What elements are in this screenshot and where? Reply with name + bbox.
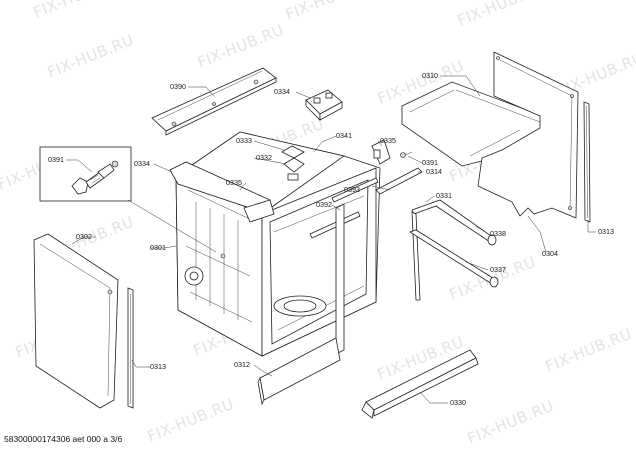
watermark: FIX-HUB.RU [455, 0, 547, 30]
part-0304-side-insulation [477, 51, 579, 219]
label-0333: 0333 [236, 136, 252, 145]
label-0391-right: 0391 [422, 158, 438, 167]
label-0392: 0392 [316, 200, 332, 209]
label-0304: 0304 [542, 249, 558, 258]
part-0313-left-strip [127, 287, 134, 409]
leader-lines [66, 75, 596, 404]
part-0393-0392-rails [309, 177, 379, 355]
part-0302-side-panel [33, 233, 119, 409]
part-0335-hinge-right [371, 139, 391, 165]
label-0393: 0393 [344, 185, 360, 194]
label-0314: 0314 [426, 167, 442, 176]
label-0330: 0330 [450, 398, 466, 407]
watermark: FIX-HUB.RU [45, 31, 137, 82]
label-0310: 0310 [422, 71, 438, 80]
part-0391-screw [400, 151, 413, 158]
label-0334-left: 0334 [134, 159, 150, 168]
watermark: FIX-HUB.RU [31, 0, 123, 22]
watermark: FIX-HUB.RU [145, 395, 237, 446]
part-0335-top-rail [169, 161, 275, 223]
label-0331: 0331 [436, 191, 452, 200]
part-0313-right-strip [583, 101, 591, 223]
watermark: FIX-HUB.RU [465, 397, 557, 448]
part-0333-0332-hinges [281, 145, 305, 181]
part-0312-plinth [257, 337, 341, 406]
label-0391: 0391 [48, 155, 64, 164]
label-0312: 0312 [234, 360, 250, 369]
part-0337-rail [409, 229, 499, 288]
part-0314-rail [375, 167, 423, 195]
label-0332: 0332 [256, 153, 272, 162]
watermark: FIX-HUB.RU [283, 0, 375, 24]
part-0334-clip [305, 89, 343, 121]
part-labels: 0390 0334 0310 0333 0341 0335 0391 0332 … [48, 71, 614, 407]
watermark: FIX-HUB.RU [195, 21, 287, 72]
label-0313-left: 0313 [150, 362, 166, 371]
label-0337: 0337 [490, 265, 506, 274]
label-0335-left: 0335 [226, 178, 242, 187]
label-0335: 0335 [380, 136, 396, 145]
label-0334: 0334 [274, 87, 290, 96]
part-0390-top-plate [151, 67, 277, 136]
document-reference: 58300000174306 aet 000 a 3/6 [4, 434, 123, 444]
part-0330-kick-board [361, 349, 479, 419]
label-0390: 0390 [170, 82, 186, 91]
label-0341: 0341 [336, 131, 352, 140]
detail-box-0391 [39, 146, 132, 202]
label-0302: 0302 [76, 232, 92, 241]
label-0313-right: 0313 [598, 227, 614, 236]
watermark: FIX-HUB.RU [543, 325, 635, 376]
label-0338: 0338 [490, 229, 506, 238]
part-0301-tub [175, 131, 381, 357]
label-0301: 0301 [150, 243, 166, 252]
